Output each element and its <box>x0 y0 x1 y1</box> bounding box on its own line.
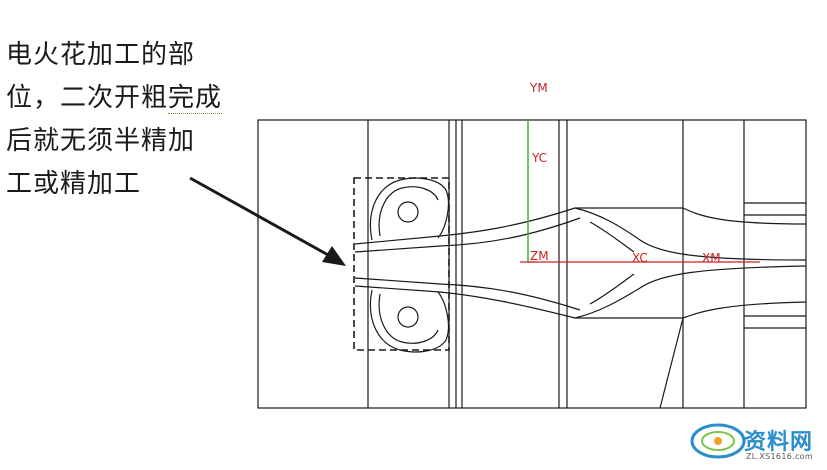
axis-label-xc: XC <box>632 251 648 265</box>
annotation-line-3: 后就无须半精加 <box>6 126 196 156</box>
lower-lobe <box>369 289 450 353</box>
upper-hole <box>397 201 419 223</box>
channel-top <box>354 207 683 245</box>
axis-label-zm: ZM <box>530 249 549 263</box>
watermark-logo-icon <box>690 423 746 459</box>
lower-hole <box>397 306 419 328</box>
nose-bottom <box>574 265 807 319</box>
edm-dashed-box <box>353 177 450 351</box>
axis-label-yc: YC <box>531 151 547 165</box>
nose-top <box>574 207 807 261</box>
axis-label-ym: YM <box>529 81 548 95</box>
pointer-arrow-head <box>322 246 346 266</box>
pointer-arrow-shaft <box>189 176 331 258</box>
axis-label-xm: XM <box>702 251 721 265</box>
annotation-line-4: 工或精加工 <box>6 169 142 199</box>
annotation-line-1: 电火花加工的部 <box>6 40 196 70</box>
annotation-text: 电火花加工的部 位，二次开粗完成 后就无须半精加 工或精加工 <box>6 34 223 206</box>
upper-lobe <box>369 177 450 241</box>
outer-frame <box>257 119 807 409</box>
watermark-text: 资料网 <box>744 430 814 455</box>
channel-bottom <box>354 285 683 319</box>
watermark-url: ZL.XS1616.com <box>746 452 813 461</box>
annotation-line-2: 位，二次开粗完成 <box>6 83 223 114</box>
